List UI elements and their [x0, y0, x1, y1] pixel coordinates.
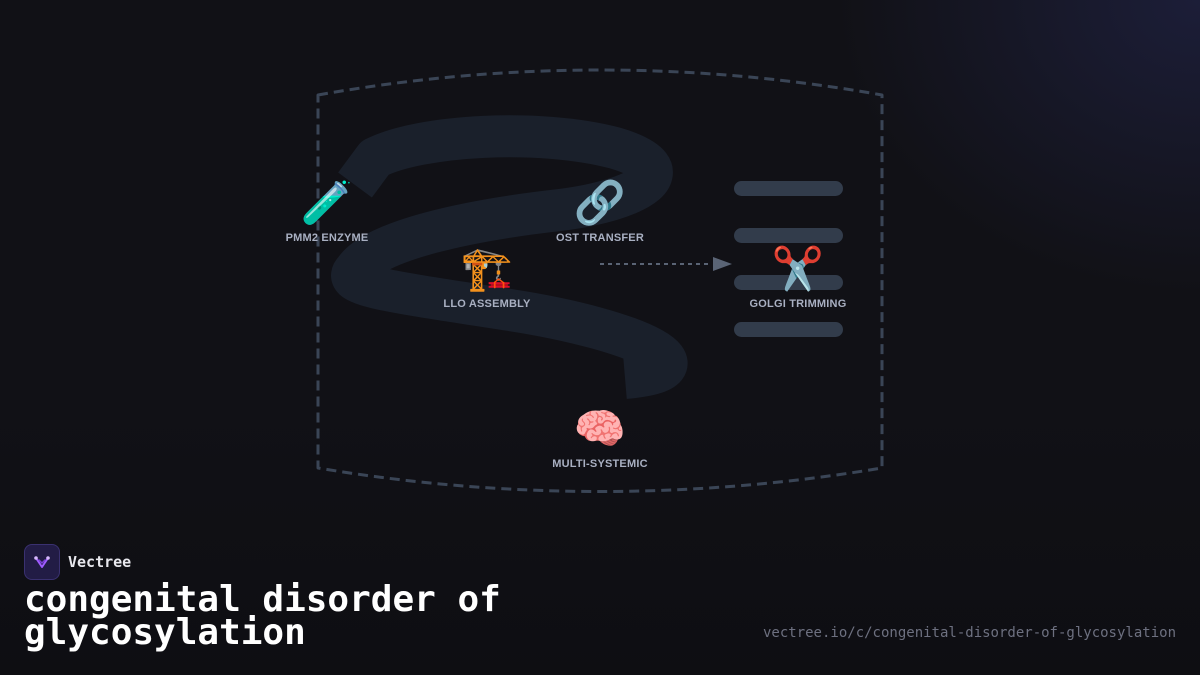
link-icon: 🔗 [573, 178, 627, 227]
node-label: OST TRANSFER [556, 232, 644, 244]
golgi-stack [734, 181, 843, 337]
node-multi-systemic: 🧠 MULTI-SYSTEMIC [552, 404, 647, 470]
er-ribbon [331, 115, 688, 399]
node-label: GOLGI TRIMMING [749, 298, 847, 310]
page-url[interactable]: vectree.io/c/congenital-disorder-of-glyc… [762, 625, 1176, 641]
golgi-bar [734, 228, 843, 243]
brand-name: Vectree [68, 553, 132, 571]
node-label: LLO ASSEMBLY [443, 298, 531, 310]
crane-icon: 🏗️ [460, 244, 514, 293]
brand[interactable]: Vectree [24, 544, 131, 580]
test-tube-icon: 🧪 [300, 178, 354, 227]
golgi-bar [734, 275, 843, 290]
node-label: PMM2 ENZYME [285, 232, 369, 244]
page-title: congenital disorder of glycosylation [24, 579, 501, 653]
scissors-icon: ✂️ [771, 244, 825, 293]
node-llo-assembly: 🏗️ LLO ASSEMBLY [443, 244, 530, 310]
golgi-bar [734, 322, 843, 337]
brain-icon: 🧠 [573, 404, 627, 453]
node-label: MULTI-SYSTEMIC [552, 458, 648, 470]
node-ost-transfer: 🔗 OST TRANSFER [556, 178, 644, 244]
node-pmm2-enzyme: 🧪 PMM2 ENZYME [286, 178, 369, 244]
golgi-bar [734, 181, 843, 196]
node-golgi-trimming: ✂️ GOLGI TRIMMING [750, 244, 847, 310]
transport-arrow [600, 257, 732, 271]
vectree-logo-icon [24, 544, 60, 580]
